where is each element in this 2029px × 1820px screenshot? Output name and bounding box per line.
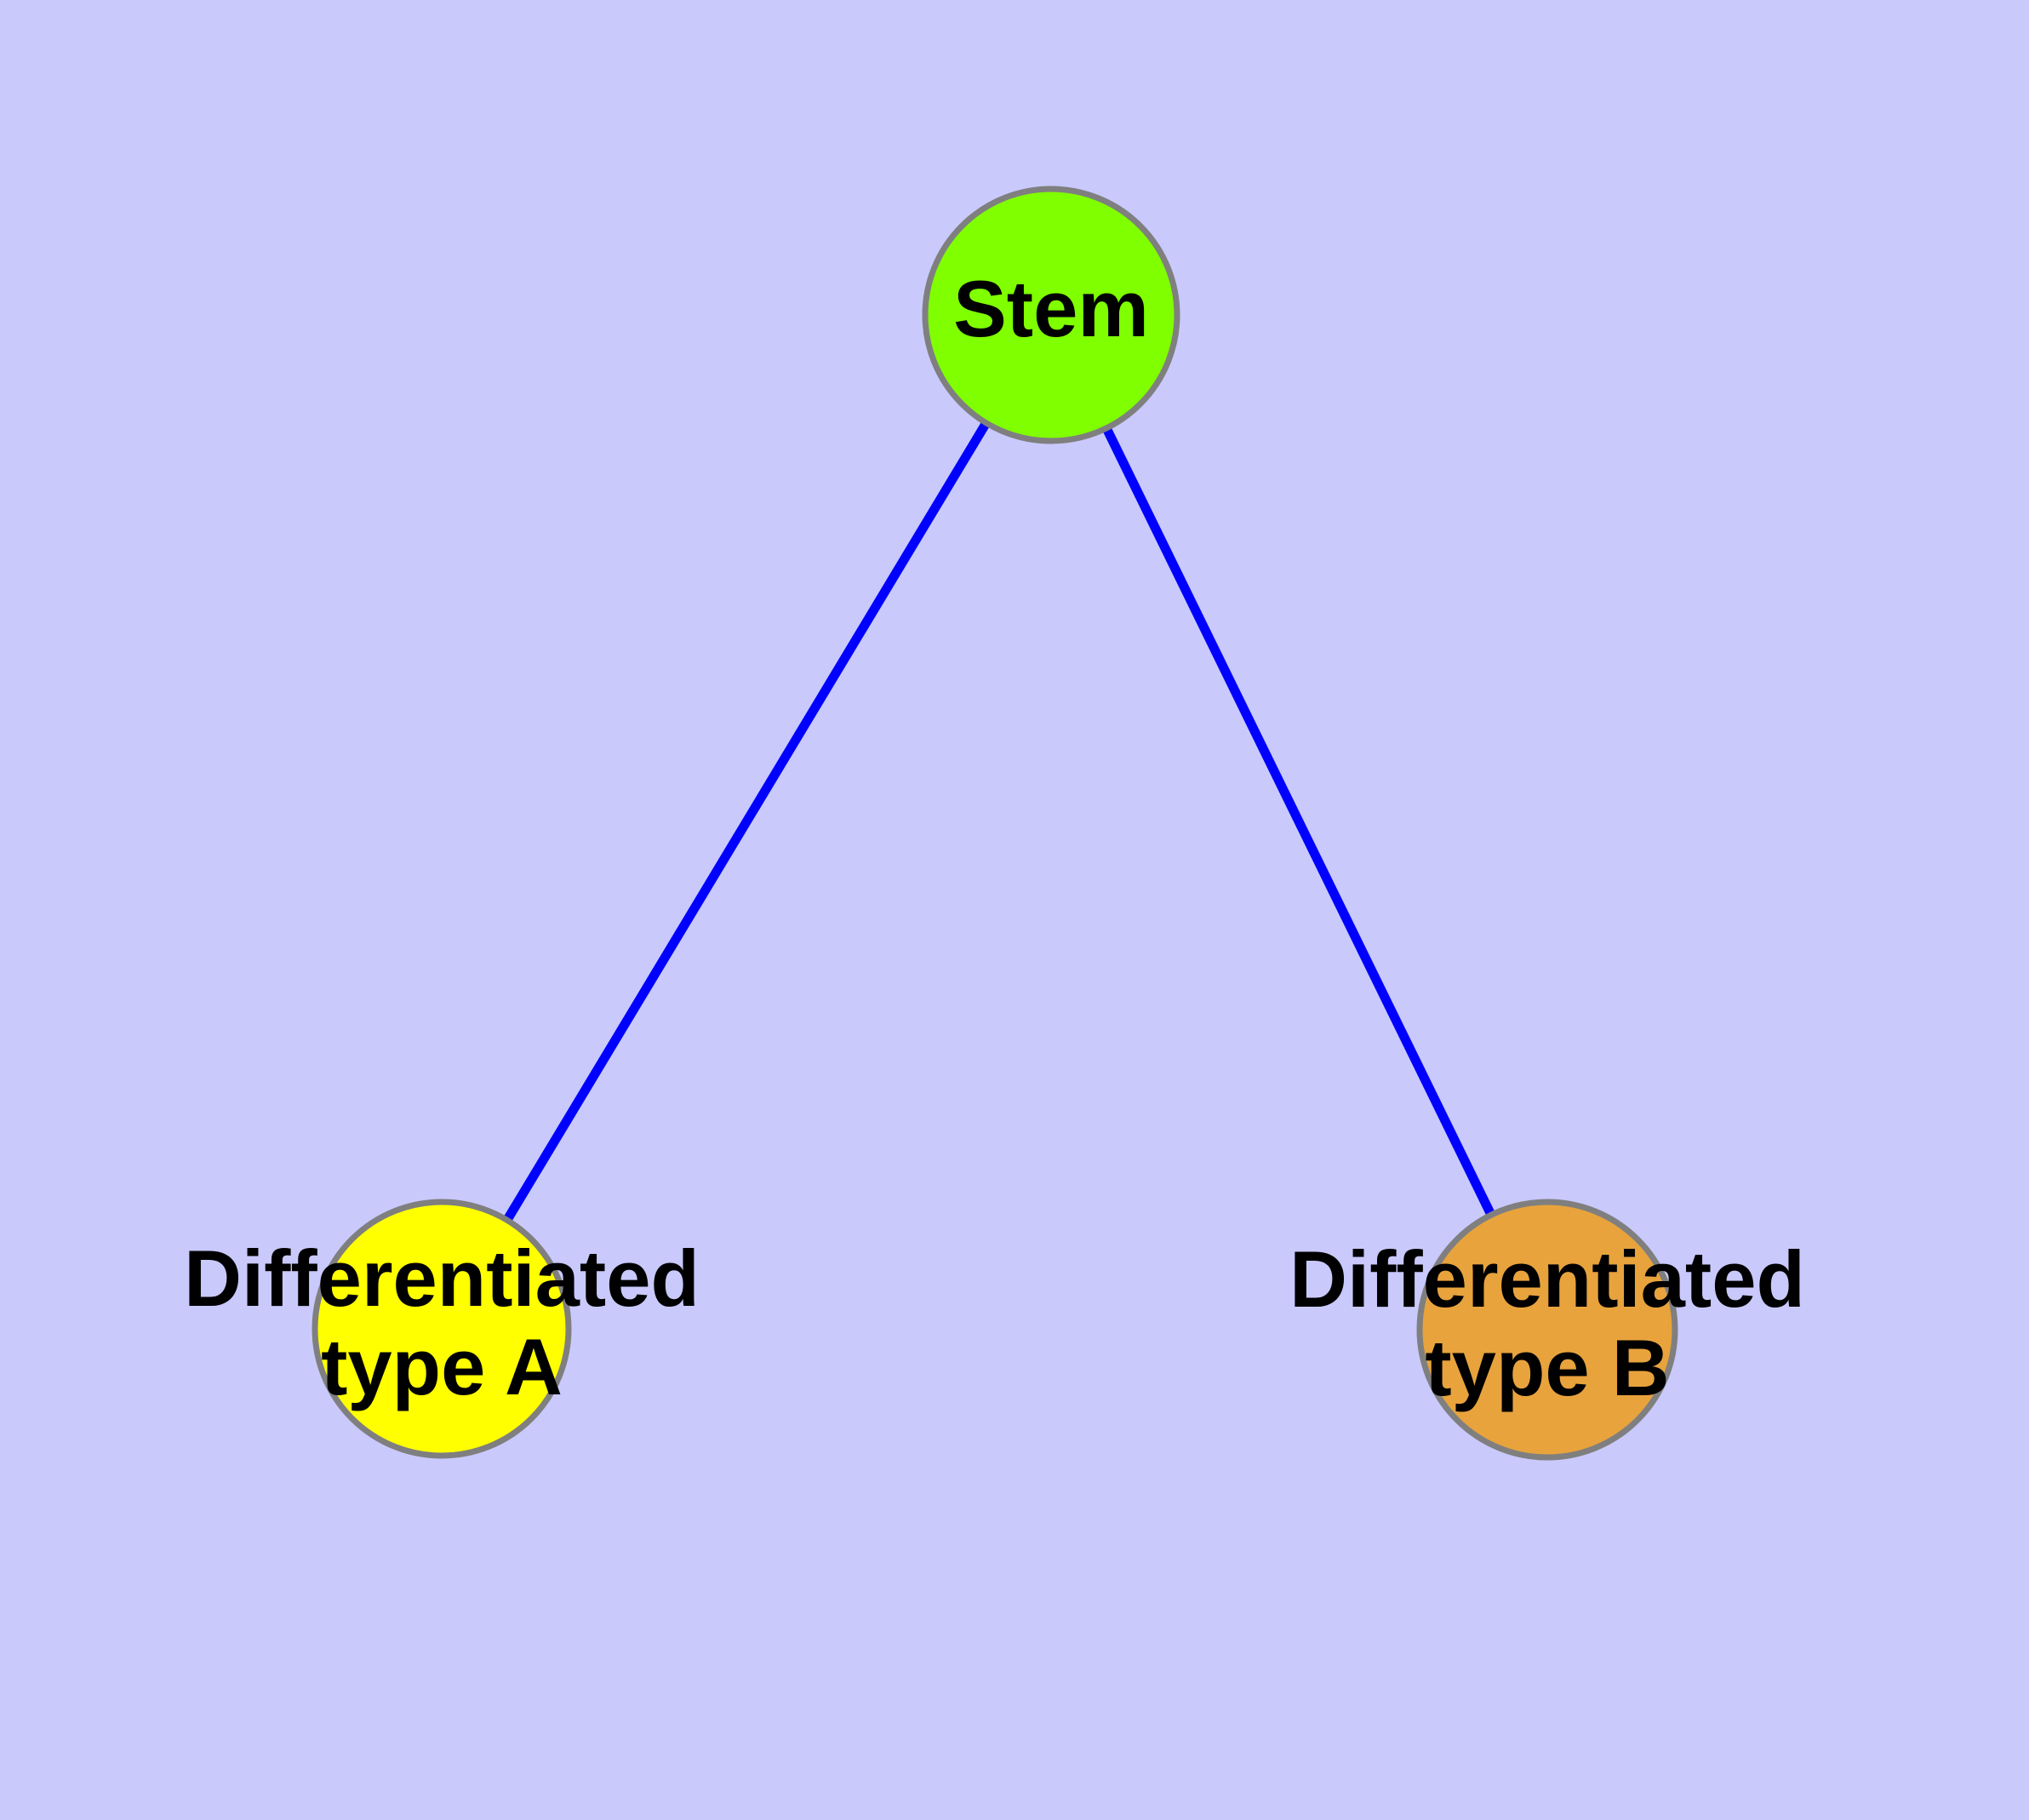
node-label-line: Stem (953, 264, 1149, 353)
node-label-line: type B (1425, 1323, 1669, 1412)
graph-node-stem[interactable]: Stem (922, 186, 1180, 444)
node-label-line: Differentiated (1289, 1234, 1805, 1324)
node-circle-diff-b[interactable] (1416, 1199, 1678, 1461)
edges-layer (502, 419, 1496, 1224)
node-label-line: Differentiated (184, 1233, 700, 1323)
node-label-line: type A (321, 1322, 563, 1411)
node-circle-stem[interactable] (922, 186, 1180, 444)
node-circle-diff-a[interactable] (311, 1199, 572, 1459)
node-label-stem: Stem (953, 264, 1149, 353)
graph-edge-stem-to-diff-a[interactable] (502, 419, 992, 1224)
graph-edge-stem-to-diff-b[interactable] (1101, 424, 1496, 1219)
